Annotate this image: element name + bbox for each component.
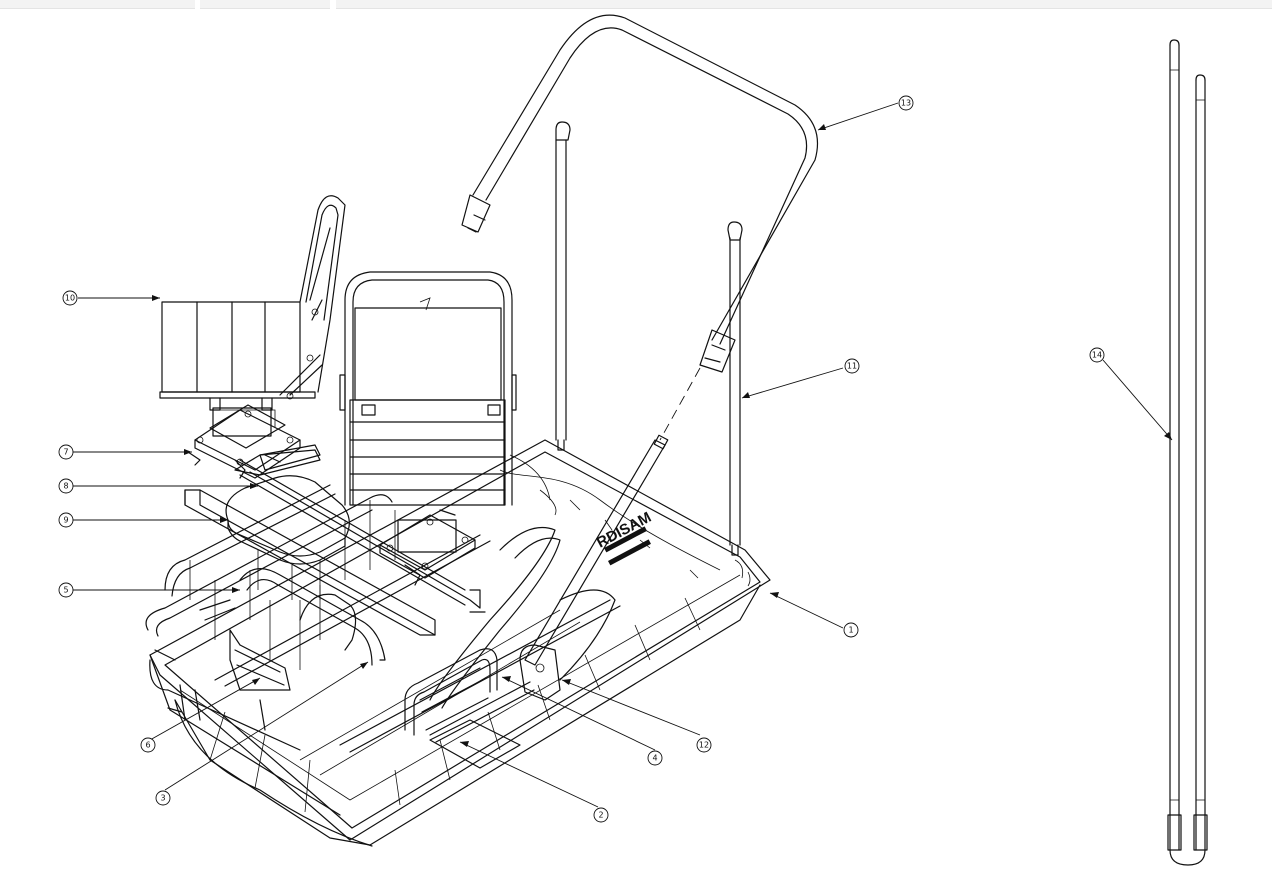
callout-13-number: 13 [901,99,911,108]
callout-1-number: 1 [848,626,853,635]
tow-bar [461,14,819,373]
callout-6-number: 6 [145,741,150,750]
callout-7-number: 7 [63,448,68,457]
callout-6: 6 [140,737,156,753]
callout-12: 12 [696,737,712,753]
callout-10: 10 [62,290,78,306]
seat-support-bars [184,449,486,636]
callout-3: 3 [155,790,171,806]
callout-9: 9 [58,512,74,528]
callout-5: 5 [58,582,74,598]
folding-chair-left [159,195,346,411]
callout-leaders [72,102,1173,808]
callout-5-number: 5 [63,586,68,595]
callout-4: 4 [647,750,663,766]
sled-marking: RDISAM [594,509,654,566]
top-bar-segment [0,0,195,9]
callout-11-number: 11 [847,362,857,371]
seat-cushion [225,475,350,600]
rods [1167,39,1208,866]
callout-14-number: 14 [1092,351,1102,360]
hitch-arm [519,367,701,701]
callout-10-number: 10 [65,294,75,303]
callout-11: 11 [844,358,860,374]
seat-frame-tubes [145,484,396,751]
callout-2: 2 [593,807,609,823]
folding-chair-center [339,271,517,506]
callout-9-number: 9 [63,516,68,525]
sled-tub [149,439,771,847]
top-bar-segment [336,0,1272,9]
upright-posts [555,121,743,556]
side-handle [404,648,535,743]
callout-2-number: 2 [598,811,603,820]
callout-8: 8 [58,478,74,494]
swivel-base-center [379,509,476,586]
callout-3-number: 3 [160,794,165,803]
callout-7: 7 [58,444,74,460]
callout-4-number: 4 [652,754,657,763]
callout-12-number: 12 [699,741,709,750]
callout-8-number: 8 [63,482,68,491]
top-bar-segment [200,0,330,9]
swivel-base-left [184,404,321,479]
callout-1: 1 [843,622,859,638]
browser-top-bar [0,0,1272,9]
callout-14: 14 [1089,347,1105,363]
callout-13: 13 [898,95,914,111]
